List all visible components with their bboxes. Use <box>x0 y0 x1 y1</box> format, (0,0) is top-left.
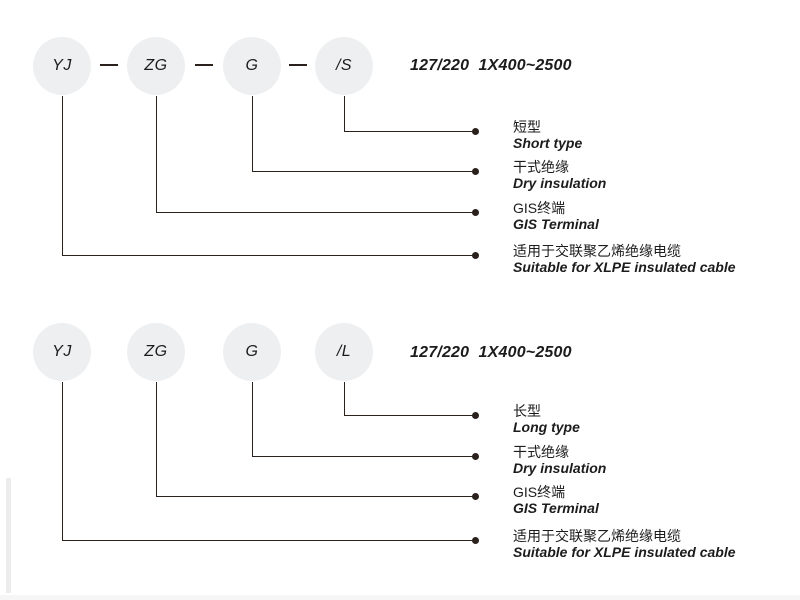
connector-dot <box>472 252 479 259</box>
code-label: /S <box>335 57 353 74</box>
connector-horizontal <box>344 131 474 132</box>
connector-dot <box>472 128 479 135</box>
connector-horizontal <box>252 456 474 457</box>
connector-dot <box>472 168 479 175</box>
connector-vertical <box>252 382 253 456</box>
callout-en: Suitable for XLPE insulated cable <box>513 544 736 560</box>
connector-horizontal <box>156 212 474 213</box>
callout-xlpe-cable: 适用于交联聚乙烯绝缘电缆 Suitable for XLPE insulated… <box>513 528 736 561</box>
separator-dash <box>100 64 118 66</box>
code-circle-g: G <box>223 323 281 381</box>
callout-en: GIS Terminal <box>513 216 599 232</box>
left-edge-bar <box>6 478 11 593</box>
callout-zh: 长型 <box>513 403 541 419</box>
connector-horizontal <box>62 255 474 256</box>
code-label: G <box>245 57 259 74</box>
callout-en: Short type <box>513 135 583 151</box>
code-label: ZG <box>144 57 168 74</box>
connector-vertical <box>156 96 157 212</box>
callout-gis-terminal: GIS终端 GIS Terminal <box>513 200 599 233</box>
callout-en: Dry insulation <box>513 175 607 191</box>
connector-vertical <box>344 96 345 131</box>
code-circle-zg: ZG <box>127 323 185 381</box>
callout-gis-terminal: GIS终端 GIS Terminal <box>513 484 599 517</box>
bottom-edge-strip <box>0 595 800 600</box>
connector-vertical <box>62 382 63 540</box>
callout-zh: GIS终端 <box>513 200 566 216</box>
spec-text: 127/220 1X400~2500 <box>410 344 572 361</box>
code-label: YJ <box>52 343 72 360</box>
connector-vertical <box>62 96 63 255</box>
connector-horizontal <box>252 171 474 172</box>
code-label: YJ <box>52 57 72 74</box>
connector-dot <box>472 453 479 460</box>
connector-dot <box>472 537 479 544</box>
code-circle-g: G <box>223 37 281 95</box>
callout-en: Suitable for XLPE insulated cable <box>513 259 736 275</box>
connector-horizontal <box>62 540 474 541</box>
callout-zh: 适用于交联聚乙烯绝缘电缆 <box>513 528 681 544</box>
code-label: G <box>245 343 259 360</box>
callout-short-type: 短型 Short type <box>513 119 583 152</box>
callout-en: Dry insulation <box>513 460 607 476</box>
separator-dash <box>195 64 213 66</box>
callout-zh: 干式绝缘 <box>513 159 569 175</box>
code-circle-yj: YJ <box>33 323 91 381</box>
connector-vertical <box>344 382 345 415</box>
callout-dry-insulation: 干式绝缘 Dry insulation <box>513 159 607 192</box>
callout-long-type: 长型 Long type <box>513 403 580 436</box>
code-label: ZG <box>144 343 168 360</box>
separator-dash <box>289 64 307 66</box>
code-circle-zg: ZG <box>127 37 185 95</box>
connector-horizontal <box>156 496 474 497</box>
callout-zh: GIS终端 <box>513 484 566 500</box>
callout-zh: 干式绝缘 <box>513 444 569 460</box>
connector-dot <box>472 412 479 419</box>
callout-zh: 短型 <box>513 119 541 135</box>
code-circle-yj: YJ <box>33 37 91 95</box>
spec-text: 127/220 1X400~2500 <box>410 57 572 74</box>
callout-xlpe-cable: 适用于交联聚乙烯绝缘电缆 Suitable for XLPE insulated… <box>513 243 736 276</box>
code-circle-s: /S <box>315 37 373 95</box>
connector-vertical <box>156 382 157 496</box>
code-label: /L <box>336 343 352 360</box>
callout-en: Long type <box>513 419 580 435</box>
connector-dot <box>472 493 479 500</box>
callout-dry-insulation: 干式绝缘 Dry insulation <box>513 444 607 477</box>
callout-en: GIS Terminal <box>513 500 599 516</box>
callout-zh: 适用于交联聚乙烯绝缘电缆 <box>513 243 681 259</box>
connector-horizontal <box>344 415 474 416</box>
code-circle-l: /L <box>315 323 373 381</box>
connector-dot <box>472 209 479 216</box>
connector-vertical <box>252 96 253 171</box>
